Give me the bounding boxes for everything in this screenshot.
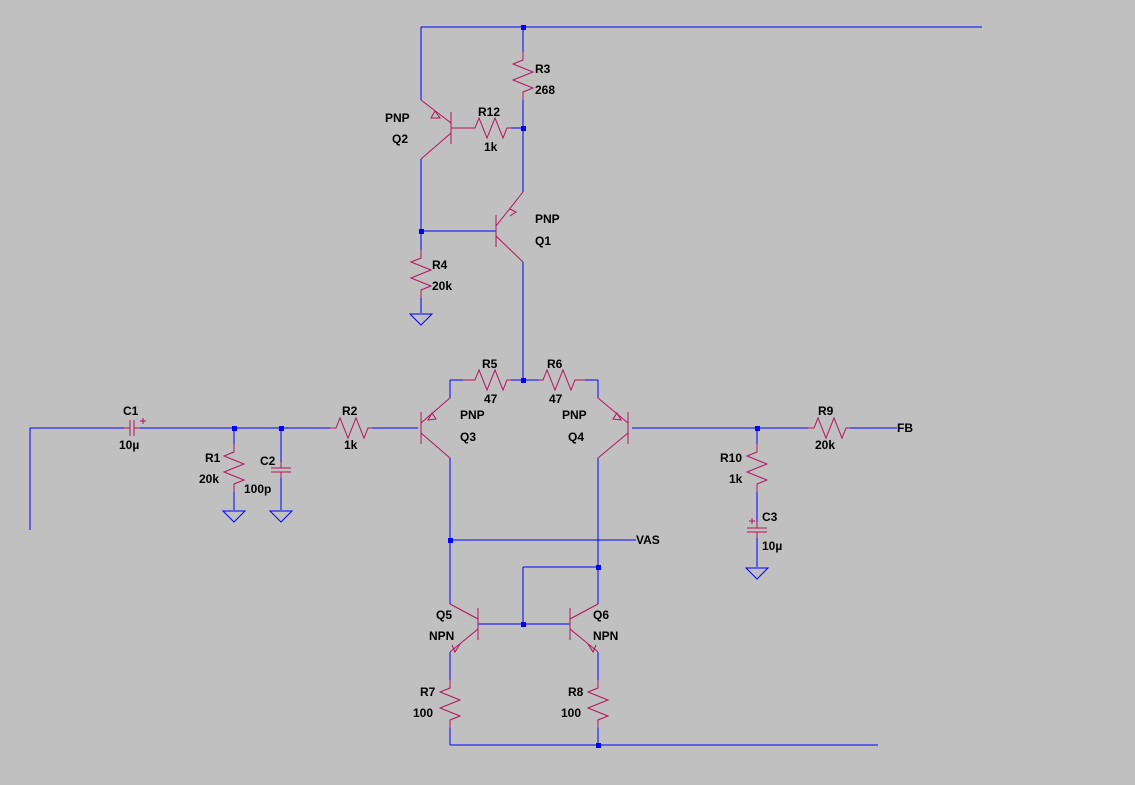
transistor-Q6: Q6 NPN <box>569 603 618 654</box>
resistor-R10: R10 1k <box>720 444 769 492</box>
capacitor-C3: C3 10µ <box>747 510 782 553</box>
resistor-value: 20k <box>432 279 452 293</box>
resistor-R6: R6 47 <box>539 357 585 406</box>
transistor-type: NPN <box>593 629 618 643</box>
capacitor-ref: C3 <box>762 510 778 524</box>
resistor-R12: R12 1k <box>463 105 511 154</box>
capacitor-value: 10µ <box>762 539 782 553</box>
resistor-value: 1k <box>729 472 743 486</box>
transistor-Q2: PNP Q2 <box>385 99 463 160</box>
resistor-ref: R7 <box>420 685 436 699</box>
resistor-R3: R3 268 <box>511 52 555 100</box>
ground-icon <box>221 510 247 523</box>
resistor-ref: R9 <box>818 404 834 418</box>
resistor-value: 20k <box>199 472 219 486</box>
resistor-ref: R12 <box>478 105 500 119</box>
resistor-R1: R1 20k <box>199 444 246 492</box>
capacitor-ref: C2 <box>260 454 276 468</box>
resistor-ref: R4 <box>432 258 448 272</box>
transistor-ref: Q4 <box>568 430 584 444</box>
transistor-ref: Q5 <box>436 608 452 622</box>
resistor-ref: R8 <box>568 685 584 699</box>
transistor-ref: Q1 <box>535 234 551 248</box>
junction-dots <box>232 25 760 748</box>
wires <box>29 26 982 746</box>
resistor-ref: R5 <box>482 357 498 371</box>
resistor-value: 47 <box>549 392 563 406</box>
capacitor-C1: C1 10µ <box>119 404 146 452</box>
resistor-R4: R4 20k <box>409 250 452 298</box>
resistor-R5: R5 47 <box>463 357 511 406</box>
transistor-Q5: Q5 NPN <box>429 603 479 654</box>
transistor-Q1: PNP Q1 <box>495 191 560 263</box>
ground-symbols <box>221 313 770 580</box>
transistor-type: PNP <box>535 212 560 226</box>
resistor-ref: R10 <box>720 451 742 465</box>
resistor-ref: R2 <box>342 404 358 418</box>
transistor-ref: Q2 <box>392 132 408 146</box>
resistor-value: 47 <box>484 392 498 406</box>
capacitor-ref: C1 <box>123 404 139 418</box>
transistor-type: PNP <box>460 408 485 422</box>
capacitor-C2: C2 100p <box>244 454 291 496</box>
ground-icon <box>744 567 770 580</box>
transistor-ref: Q3 <box>460 430 476 444</box>
net-label-fb: FB <box>897 421 913 435</box>
transistor-ref: Q6 <box>593 608 609 622</box>
transistor-type: PNP <box>562 408 587 422</box>
transistor-type: NPN <box>429 629 454 643</box>
ground-icon <box>408 313 434 326</box>
transistor-type: PNP <box>385 111 410 125</box>
net-label-vas: VAS <box>636 533 660 547</box>
resistor-value: 1k <box>484 140 498 154</box>
resistor-R2: R2 1k <box>330 404 372 452</box>
resistor-R8: R8 100 <box>561 680 610 728</box>
resistor-value: 1k <box>344 438 358 452</box>
capacitor-value: 10µ <box>119 438 139 452</box>
transistor-Q3: PNP Q3 <box>420 397 485 459</box>
transistor-Q4: PNP Q4 <box>562 397 629 459</box>
resistor-value: 100 <box>413 706 433 720</box>
resistor-R7: R7 100 <box>413 680 462 728</box>
resistor-value: 268 <box>535 83 555 97</box>
resistor-ref: R3 <box>535 62 551 76</box>
resistor-ref: R1 <box>205 451 221 465</box>
ground-icon <box>268 510 294 523</box>
resistor-value: 20k <box>815 438 835 452</box>
resistor-ref: R6 <box>547 357 563 371</box>
capacitor-value: 100p <box>244 482 271 496</box>
resistor-R9: R9 20k <box>808 404 850 452</box>
resistor-value: 100 <box>561 706 581 720</box>
